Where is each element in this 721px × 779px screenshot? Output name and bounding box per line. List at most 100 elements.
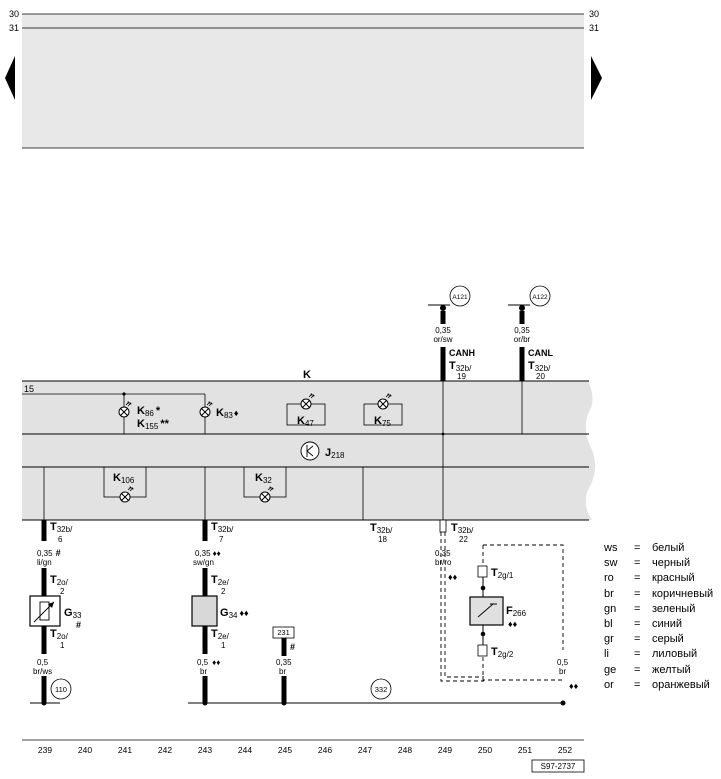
track-number: 246 (318, 745, 332, 755)
wire-size-252: 0,5 (557, 658, 569, 667)
figure-id-box (531, 759, 585, 773)
warning-lamp-k32-icon (259, 491, 271, 503)
next-page-arrow-icon[interactable] (591, 56, 602, 100)
pin-t2o-1: 1 (60, 641, 65, 650)
legend-equals: = (634, 618, 641, 631)
ref-332-circle (370, 678, 392, 700)
connector-t32b-18: T32b/ (370, 522, 393, 535)
terminal-15-label: 15 (24, 384, 34, 394)
rail-30-label-left: 30 (9, 9, 19, 19)
lamp-k32-label: K32 (255, 472, 272, 485)
legend-equals: = (634, 572, 641, 585)
wire-size-243-top: 0,35♦♦ (195, 549, 221, 558)
track-number: 242 (158, 745, 172, 755)
legend-equals: = (634, 602, 641, 615)
legend-equals: = (634, 557, 641, 570)
instrument-cluster-k-label: K (303, 369, 311, 381)
mark-g33: # (76, 620, 81, 630)
wire-color-245: br (279, 667, 286, 676)
connector-t2g-1: T2g/1 (491, 567, 514, 580)
connector-t32b-6: T32b/ (50, 521, 73, 534)
track-number: 239 (38, 745, 52, 755)
signal-canl: CANL (528, 348, 553, 358)
legend-code: sw (604, 557, 618, 570)
legend-code: li (604, 648, 609, 661)
wire-size-239-bot: 0,5 (37, 658, 49, 667)
previous-page-arrow-icon[interactable] (5, 56, 15, 100)
track-number: 248 (398, 745, 412, 755)
legend-color-name: коричневый (652, 587, 714, 600)
track-number: 240 (78, 745, 92, 755)
track-number: 250 (478, 745, 492, 755)
legend-equals: = (634, 587, 641, 600)
control-unit-j218-icon (300, 441, 320, 461)
rail-31-label-right: 31 (589, 23, 599, 33)
wire-color-239-bot: br/ws (33, 667, 52, 676)
legend-row: ws = белый (604, 541, 713, 556)
track-number: 251 (518, 745, 532, 755)
ref-231: 231 (277, 628, 290, 637)
pin-t2o-2: 2 (60, 587, 65, 596)
legend-row: ge=желтый (604, 663, 713, 678)
legend-color-name: черный (652, 557, 691, 570)
legend-code: bl (604, 618, 613, 631)
wire-color-a122: or/br (514, 335, 531, 344)
track-number: 245 (278, 745, 292, 755)
pin-18: 18 (378, 535, 387, 544)
wire-size-a121: 0,35 (435, 326, 451, 335)
switch-f266-box (469, 596, 504, 626)
mark-252: ♦♦ (569, 681, 579, 691)
pin-t2e-2: 2 (221, 587, 226, 596)
legend-code: br (604, 587, 614, 600)
legend-code: or (604, 678, 614, 691)
legend-color-name: синий (652, 618, 683, 631)
pin-7: 7 (219, 535, 224, 544)
connector-t2e-2: T2e/ (211, 574, 230, 587)
connector-t2o-2: T2o/ (50, 574, 69, 587)
legend-row: br = коричневый (604, 587, 713, 602)
legend-code: ws (604, 542, 618, 554)
legend-equals: = (634, 542, 641, 554)
rail-30-label-right: 30 (589, 9, 599, 19)
track-number: 247 (358, 745, 372, 755)
legend-code: ge (604, 663, 617, 676)
ref-110: 110 (55, 685, 67, 694)
sensor-g33-label: G33 (64, 607, 82, 620)
wire-size-249: 0,35 (435, 549, 451, 558)
sender-g34-label: G34♦♦ (220, 607, 249, 620)
legend-equals: = (634, 678, 641, 691)
wire-color-252: br (559, 667, 566, 676)
connector-t32b-19: T32b/ (449, 360, 472, 373)
legend-equals: = (634, 648, 641, 661)
wire-size-a122: 0,35 (514, 326, 530, 335)
ref-a122-circle (529, 285, 551, 307)
switch-f266-label: F266 (506, 605, 527, 618)
pin-19: 19 (457, 372, 466, 381)
wire-color-249: br/ro (435, 558, 452, 567)
junction-icon (519, 305, 525, 324)
ref-a122: A122 (532, 294, 548, 301)
legend-color-name: красный (652, 572, 695, 585)
legend-color-name: белый (652, 542, 685, 554)
connector-t32b-20: T32b/ (528, 360, 551, 373)
wire-color-243-top: sw/gn (193, 558, 214, 567)
control-unit-j218-label: J218 (325, 447, 345, 460)
warning-lamp-k86-icon (118, 406, 130, 418)
connector-t32b-7: T32b/ (211, 521, 234, 534)
ref-a121: A121 (452, 294, 468, 301)
rail-31-label-left: 31 (9, 23, 19, 33)
legend-color-name: лиловый (652, 648, 698, 661)
legend-code: gr (604, 633, 614, 646)
connector-t2e-1: T2e/ (211, 628, 230, 641)
pin-t2e-1: 1 (221, 641, 226, 650)
warning-lamp-k83-icon (199, 406, 211, 418)
legend-row: gr=серый (604, 632, 713, 647)
legend-color-name: желтый (652, 663, 691, 676)
track-number: 243 (198, 745, 212, 755)
ref-a121-circle (449, 285, 471, 307)
wire-color-239-top: li/gn (37, 558, 52, 567)
wire-size-239-top: 0,35# (37, 548, 61, 558)
wire-size-245: 0,35 (276, 658, 292, 667)
